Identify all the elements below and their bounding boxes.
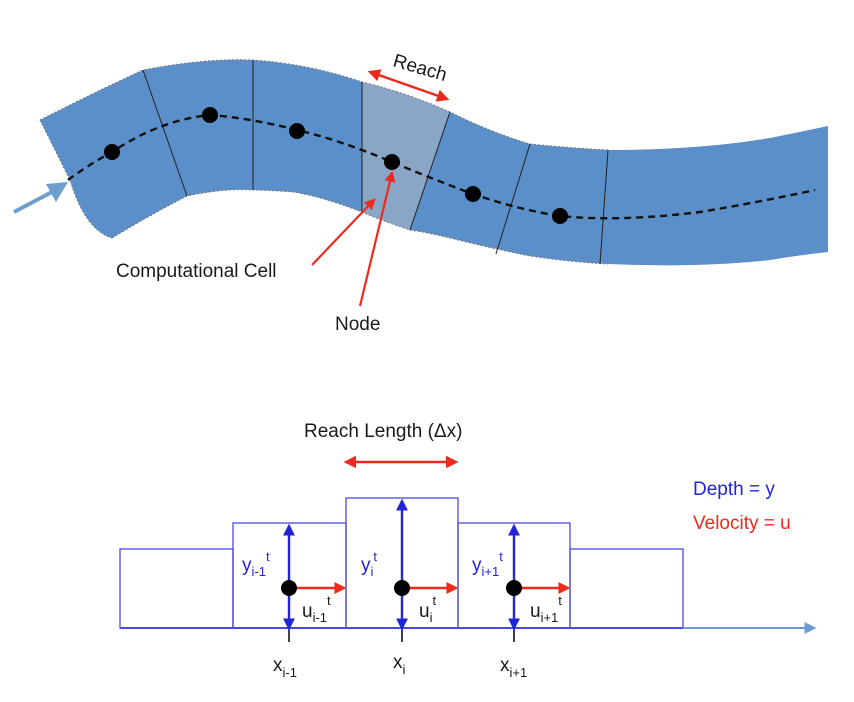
computational-cell-highlight <box>362 82 450 230</box>
node-dot <box>506 580 522 596</box>
node-dot <box>289 123 305 139</box>
node-pointer-arrow <box>358 170 396 307</box>
reach-length-label: Reach Length (Δx) <box>304 421 462 442</box>
node-dot <box>202 107 218 123</box>
node-dot <box>384 154 400 170</box>
cell-boundary <box>142 69 188 197</box>
depth-label-i: yit <box>361 549 377 579</box>
node-dot <box>552 208 568 224</box>
cell-block <box>569 548 684 629</box>
node-dot <box>394 580 410 596</box>
depth-label-i-minus-1: yi-1t <box>242 549 270 579</box>
velocity-label-i: uit <box>419 593 436 625</box>
node-label: Node <box>335 314 380 335</box>
velocity-label-i-minus-1: ui-1t <box>302 593 331 625</box>
computational-cell-label: Computational Cell <box>116 261 277 282</box>
node-dot <box>281 580 297 596</box>
velocity-legend: Velocity = u <box>693 513 791 534</box>
cell-boundary <box>409 111 451 231</box>
cell-pointer-arrow <box>311 198 376 266</box>
cell-boundary <box>599 149 609 265</box>
reach-label: Reach <box>391 51 450 86</box>
node-dot <box>465 186 481 202</box>
tick-marks <box>288 628 515 642</box>
depth-legend: Depth = y <box>693 479 775 500</box>
cell-block <box>119 548 234 629</box>
reach-arrow <box>367 69 450 102</box>
position-label-i-plus-1: xi+1 <box>500 655 527 680</box>
position-label-i: xi <box>393 652 406 677</box>
channel-body <box>40 59 828 266</box>
depth-label-i-plus-1: yi+1t <box>472 549 503 579</box>
schematic-nodes <box>281 580 522 596</box>
position-label-i-minus-1: xi-1 <box>273 655 297 680</box>
arrow-right-icon <box>13 182 68 214</box>
depth-arrows <box>283 498 520 631</box>
channel-outline <box>39 59 609 151</box>
nodes <box>104 107 568 224</box>
cell-boundary <box>495 143 531 255</box>
velocity-label-i-plus-1: ui+1t <box>530 593 562 625</box>
node-dot <box>104 144 120 160</box>
river-channel <box>39 59 828 266</box>
cell-boundaries <box>142 60 609 265</box>
channel-outline-left <box>39 119 113 239</box>
